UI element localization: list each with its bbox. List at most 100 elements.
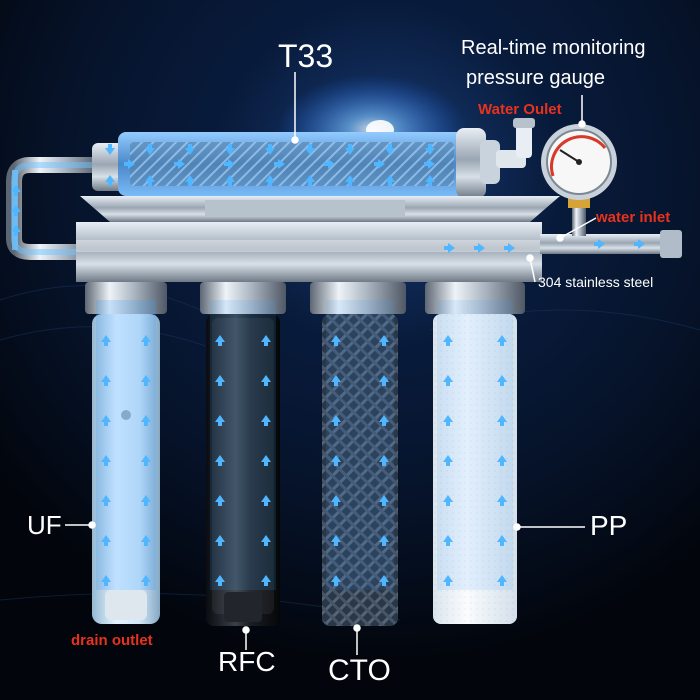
flow-arrow-icon [185,175,195,186]
flow-arrow-icon [424,159,435,169]
flow-arrow-icon [474,243,485,253]
flow-arrow-icon [265,144,275,155]
flow-arrow-icon [11,205,21,216]
flow-arrow-icon [385,144,395,155]
flow-arrow-icon [331,575,341,586]
uf-filter [92,314,160,624]
flow-arrow-icon [215,375,225,386]
flow-arrow-icon [497,335,507,346]
flow-arrow-icon [145,175,155,186]
label-pp: PP [590,510,628,541]
elbow-connector-icon [496,118,535,168]
flow-arrow-icon [101,575,111,586]
inlet-pipe [540,234,680,254]
flow-arrow-icon [101,375,111,386]
flow-arrow-icon [379,535,389,546]
flow-arrow-icon [174,159,185,169]
flow-arrow-icon [504,243,515,253]
label-rfc: RFC [218,646,276,677]
flow-arrow-icon [331,535,341,546]
flow-arrow-icon [215,335,225,346]
flow-arrow-icon [379,455,389,466]
flow-arrow-icon [594,239,605,249]
flow-arrow-icon [345,175,355,186]
flow-arrow-icon [105,144,115,155]
flow-arrow-icon [261,415,271,426]
flow-arrow-icon [261,455,271,466]
flow-arrow-icon [11,185,21,196]
flow-arrow-icon [101,495,111,506]
callout-lines [65,72,597,655]
flow-arrow-icon [385,175,395,186]
flow-arrow-icon [497,575,507,586]
flow-arrow-icon [425,175,435,186]
flow-arrow-icon [305,175,315,186]
flow-arrow-icon [425,144,435,155]
pp-filter [433,314,517,624]
flow-arrow-icon [305,144,315,155]
flow-arrow-icon [379,575,389,586]
flow-arrow-icon [185,144,195,155]
manifold-glow [76,240,542,252]
flow-arrow-icon [124,159,135,169]
flow-arrow-icon [443,535,453,546]
flow-arrow-icon [101,535,111,546]
flow-arrow-icon [261,335,271,346]
flow-arrow-icon [215,575,225,586]
filter-caps [85,282,525,314]
flow-arrow-icon [261,575,271,586]
flow-arrow-icon [345,144,355,155]
flow-arrows [11,144,645,586]
cto-filter [322,314,398,626]
flow-arrow-icon [274,159,285,169]
flow-arrow-icon [141,375,151,386]
flow-arrow-icon [261,535,271,546]
flow-arrow-icon [331,495,341,506]
flow-arrow-icon [101,335,111,346]
flow-arrow-icon [141,455,151,466]
flow-arrow-icon [141,535,151,546]
flow-arrow-icon [215,415,225,426]
flow-arrow-icon [101,455,111,466]
flow-arrow-icon [497,455,507,466]
flow-arrow-icon [379,495,389,506]
flow-arrow-icon [374,159,385,169]
flow-arrow-icon [443,415,453,426]
flow-arrow-icon [443,575,453,586]
flow-arrow-icon [497,495,507,506]
flow-arrow-icon [634,239,645,249]
flow-arrow-icon [261,495,271,506]
label-t33: T33 [278,38,334,74]
flow-arrow-icon [331,455,341,466]
flow-arrow-icon [379,375,389,386]
flow-arrow-icon [497,415,507,426]
flow-arrow-icon [497,535,507,546]
label-water-inlet: water inlet [596,209,671,226]
flow-arrow-icon [141,575,151,586]
label-drain-outlet: drain outlet [71,632,153,649]
flow-arrow-icon [11,225,21,236]
flow-arrow-icon [444,243,455,253]
flow-arrow-icon [443,455,453,466]
label-gauge-line1: Real-time monitoring [461,37,646,59]
flow-arrow-icon [105,175,115,186]
label-gauge-line2: pressure gauge [466,67,605,89]
manifold [76,222,542,282]
flow-arrow-icon [379,335,389,346]
flow-arrow-icon [497,375,507,386]
flow-arrow-icon [331,375,341,386]
flow-arrow-icon [261,375,271,386]
pressure-gauge-icon [541,124,617,208]
flow-arrow-icon [331,335,341,346]
label-cto: CTO [328,654,391,687]
flow-arrow-icon [215,495,225,506]
flow-arrow-icon [443,335,453,346]
flow-arrow-icon [225,144,235,155]
flow-arrow-icon [224,159,235,169]
label-uf: UF [27,510,62,540]
flow-arrow-icon [443,495,453,506]
flow-arrow-icon [215,455,225,466]
flow-arrow-icon [215,535,225,546]
flow-arrow-icon [265,175,275,186]
